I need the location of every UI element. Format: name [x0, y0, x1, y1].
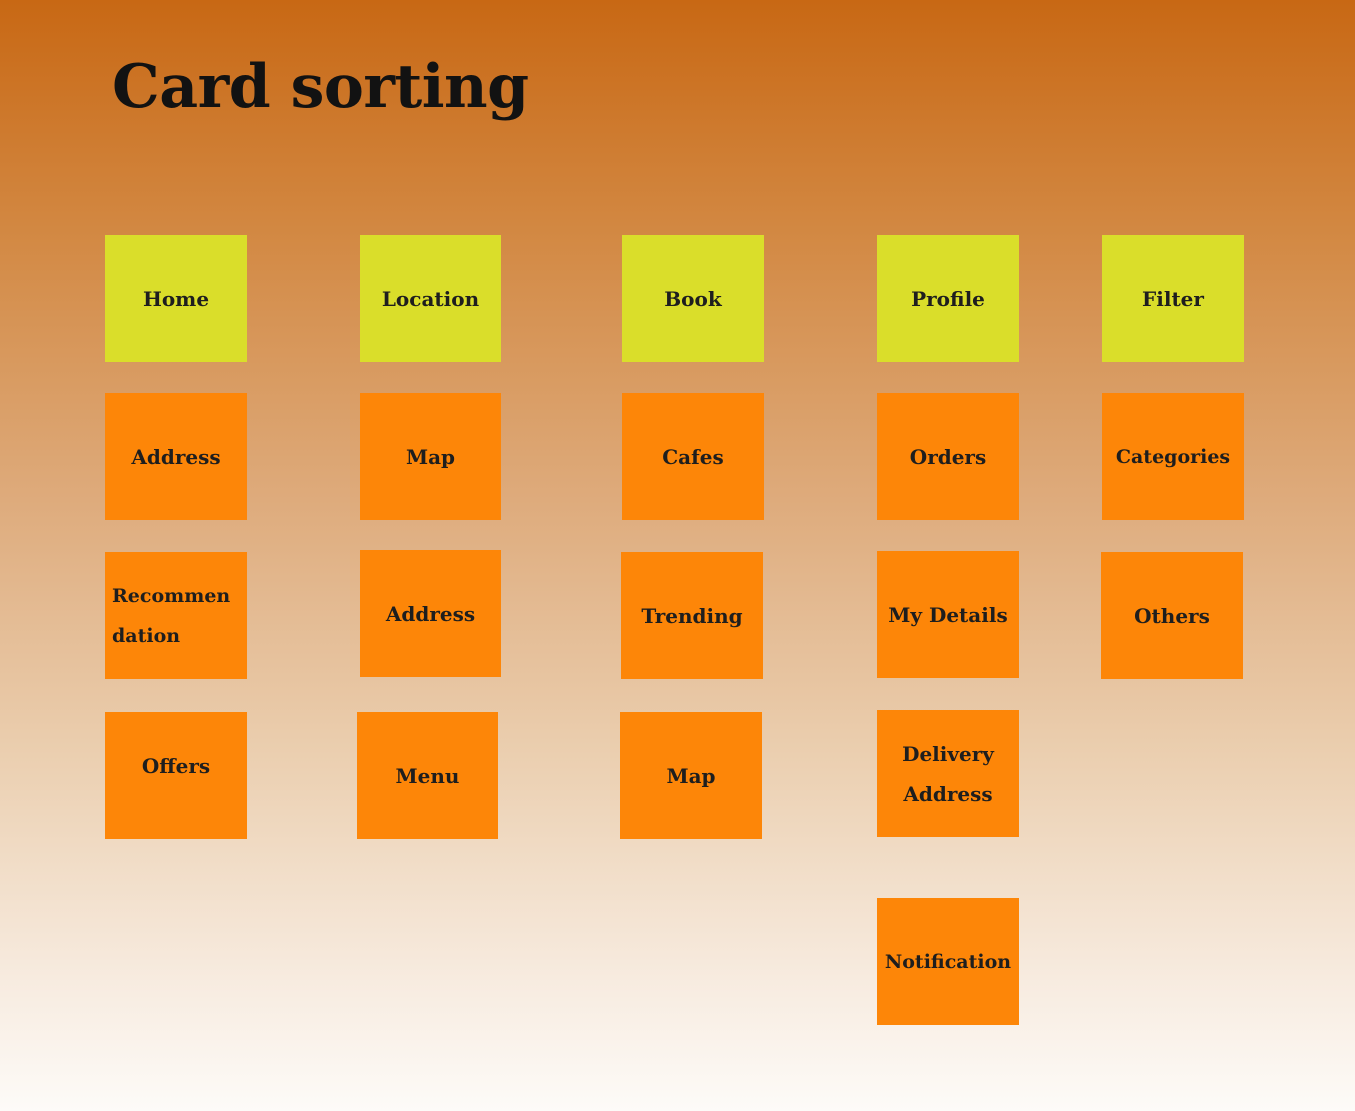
- sort-card[interactable]: Address: [360, 550, 501, 677]
- category-card-home[interactable]: Home: [105, 235, 247, 362]
- sort-card[interactable]: My Details: [877, 551, 1019, 678]
- category-card-book[interactable]: Book: [622, 235, 764, 362]
- sort-card[interactable]: Others: [1101, 552, 1243, 679]
- sort-card[interactable]: Cafes: [622, 393, 764, 520]
- sort-card[interactable]: Trending: [621, 552, 763, 679]
- sort-card[interactable]: Offers: [105, 712, 247, 839]
- sort-card[interactable]: Notification: [877, 898, 1019, 1025]
- sort-card[interactable]: Categories: [1102, 393, 1244, 520]
- page-title: Card sorting: [112, 52, 529, 122]
- sort-card[interactable]: Address: [105, 393, 247, 520]
- sort-card[interactable]: Menu: [357, 712, 498, 839]
- sort-card[interactable]: Orders: [877, 393, 1019, 520]
- category-card-profile[interactable]: Profile: [877, 235, 1019, 362]
- sort-card[interactable]: Map: [360, 393, 501, 520]
- category-card-filter[interactable]: Filter: [1102, 235, 1244, 362]
- category-card-location[interactable]: Location: [360, 235, 501, 362]
- sort-card[interactable]: Delivery Address: [877, 710, 1019, 837]
- sort-card[interactable]: Recommen dation: [105, 552, 247, 679]
- sort-card[interactable]: Map: [620, 712, 762, 839]
